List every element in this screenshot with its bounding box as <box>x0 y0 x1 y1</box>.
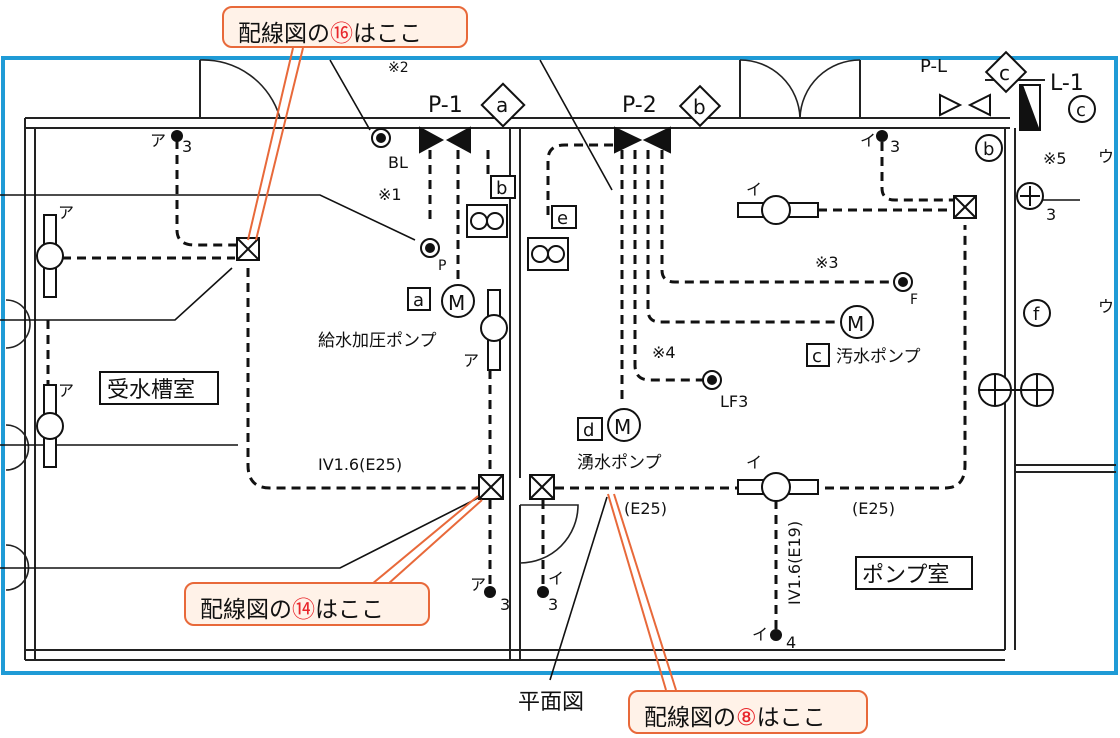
arrows <box>0 59 1080 681</box>
circuit-3-2: 3 <box>890 137 900 156</box>
motor-label-3: M <box>614 415 631 439</box>
tag-f-circle: f <box>1033 304 1040 325</box>
tag-c-diamond: c <box>999 61 1010 85</box>
label-f: F <box>910 292 918 308</box>
motor-symbols <box>441 284 874 442</box>
tag-a-diamond: a <box>496 93 508 117</box>
label-l1: L-1 <box>1050 71 1084 96</box>
tag-b-diamond: b <box>693 95 706 119</box>
circuit-i-2: イ <box>746 180 762 199</box>
circuit-i-5: イ <box>752 625 768 644</box>
plan-border <box>1 56 1118 675</box>
callout-16-suffix: はここ <box>353 21 422 47</box>
motor-label-1: M <box>448 291 465 315</box>
label-p2: P-2 <box>622 93 657 118</box>
circuit-3-3: 3 <box>500 595 510 614</box>
label-bl: BL <box>388 153 408 172</box>
tag-shapes <box>99 50 1096 590</box>
note-2: ※2 <box>388 60 409 76</box>
motor-label-2: M <box>847 312 864 336</box>
circuit-i-3: イ <box>746 453 762 472</box>
room-right-label: ポンプ室 <box>862 563 949 588</box>
circuit-a-4: ア <box>463 351 479 370</box>
junction-boxes <box>236 195 977 500</box>
callout-14-number: ⑭ <box>292 597 315 623</box>
callout-wiring-8: 配線図の⑧はここ <box>628 690 868 734</box>
tag-c-circle: c <box>1076 100 1086 121</box>
fixtures <box>36 128 1054 502</box>
note-1: ※1 <box>378 185 402 204</box>
tag-a-box: a <box>413 290 424 311</box>
callout-14-prefix: 配線図の <box>200 597 292 623</box>
tag-d-box: d <box>583 420 594 441</box>
circuit-a-3: ア <box>58 381 74 400</box>
sewage-pump-label: 汚水ポンプ <box>836 347 921 367</box>
note-4: ※4 <box>652 343 676 362</box>
note-3: ※3 <box>815 253 839 272</box>
label-lf3: LF3 <box>720 392 748 411</box>
label-p1: P-1 <box>428 93 463 118</box>
callout-14-suffix: はここ <box>315 597 384 623</box>
circuit-a-1: ア <box>150 131 166 150</box>
tag-c-box: c <box>812 346 822 367</box>
circuit-3-4: 3 <box>548 595 558 614</box>
circuit-3-1: 3 <box>182 137 192 156</box>
circuit-3-5: 3 <box>1046 205 1056 224</box>
callout-wiring-14: 配線図の⑭はここ <box>184 582 430 626</box>
tag-b-box: b <box>496 178 507 199</box>
circuit-i-1: イ <box>860 131 876 150</box>
circuit-u-1: ウ <box>1098 147 1114 166</box>
label-pl: P-L <box>920 56 947 77</box>
circuit-i-4: イ <box>548 569 564 588</box>
tag-b-circle: b <box>983 139 994 160</box>
callout-8-number: ⑧ <box>736 705 757 731</box>
plan-caption: 平面図 <box>518 690 585 715</box>
outlet-dots <box>171 130 888 641</box>
callout-leaders <box>247 47 677 691</box>
circuit-4: 4 <box>786 633 796 652</box>
e25-label-2: (E25) <box>852 499 895 518</box>
circuit-u-2: ウ <box>1098 297 1114 316</box>
iv-e19-label: IV1.6(E19) <box>785 521 804 605</box>
spring-pump-label: 湧水ポンプ <box>577 453 662 473</box>
room-left-label: 受水槽室 <box>107 378 195 403</box>
iv-e25-label: IV1.6(E25) <box>318 455 402 474</box>
label-p: P <box>438 258 446 274</box>
callout-wiring-16: 配線図の⑯はここ <box>222 6 468 48</box>
note-5: ※5 <box>1043 149 1067 168</box>
callout-16-number: ⑯ <box>330 21 353 47</box>
float-switch-icon <box>470 212 565 263</box>
walls <box>24 60 1116 661</box>
callout-8-suffix: はここ <box>756 705 826 731</box>
circuit-a-2: ア <box>58 203 74 222</box>
callout-8-prefix: 配線図の <box>644 705 736 731</box>
dashed-wiring <box>46 140 967 630</box>
control-panels <box>419 84 1041 154</box>
e25-label-1: (E25) <box>624 499 667 518</box>
callout-16-prefix: 配線図の <box>238 21 330 47</box>
supply-pump-label: 給水加圧ポンプ <box>318 331 437 351</box>
circuit-a-5: ア <box>470 575 486 594</box>
tag-e-box: e <box>557 208 568 229</box>
duplex-outlet-icon <box>979 186 1053 406</box>
